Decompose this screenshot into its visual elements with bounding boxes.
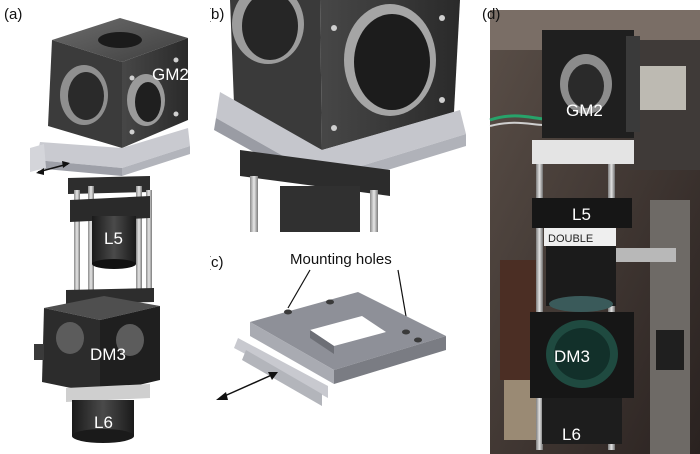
label-a-l6: L6 [94, 413, 113, 432]
photo-lens-l6 [542, 398, 622, 444]
panel-d: (d) GM2 L5 [480, 0, 700, 454]
panel-c-render: Mounting holes [216, 251, 446, 406]
panel-c-letter: (c) [210, 254, 224, 271]
mount-plate-a [36, 128, 190, 168]
label-d-l5: L5 [572, 205, 591, 224]
panel-a: (a) GM2 [0, 0, 210, 454]
panel-b-letter: (b) [210, 6, 225, 23]
panel-c: (c) Mounting holes [210, 232, 480, 454]
label-d-gm2: GM2 [566, 101, 603, 120]
label-d-dm3: DM3 [554, 347, 590, 366]
label-a-l5: L5 [104, 229, 123, 248]
lens-l5-a [92, 216, 136, 264]
panel-b: (b) [210, 0, 480, 232]
photo-mount-plate [532, 140, 634, 164]
label-c-mounting-holes: Mounting holes [290, 251, 392, 268]
label-d-double-sticker: DOUBLE [548, 233, 593, 245]
panel-d-photo: GM2 L5 DOUBLE DM3 L6 [489, 10, 700, 454]
panel-a-letter: (a) [4, 6, 23, 23]
mount-plate-b [216, 92, 466, 178]
dm3-cube-top [44, 296, 160, 320]
panel-a-render: GM2 L5 DM3 L6 [30, 18, 190, 443]
label-a-gm2: GM2 [152, 65, 189, 84]
panel-b-render [210, 0, 480, 232]
panel-d-letter: (d) [482, 6, 501, 23]
label-d-l6: L6 [562, 425, 581, 444]
label-a-dm3: DM3 [90, 345, 126, 364]
